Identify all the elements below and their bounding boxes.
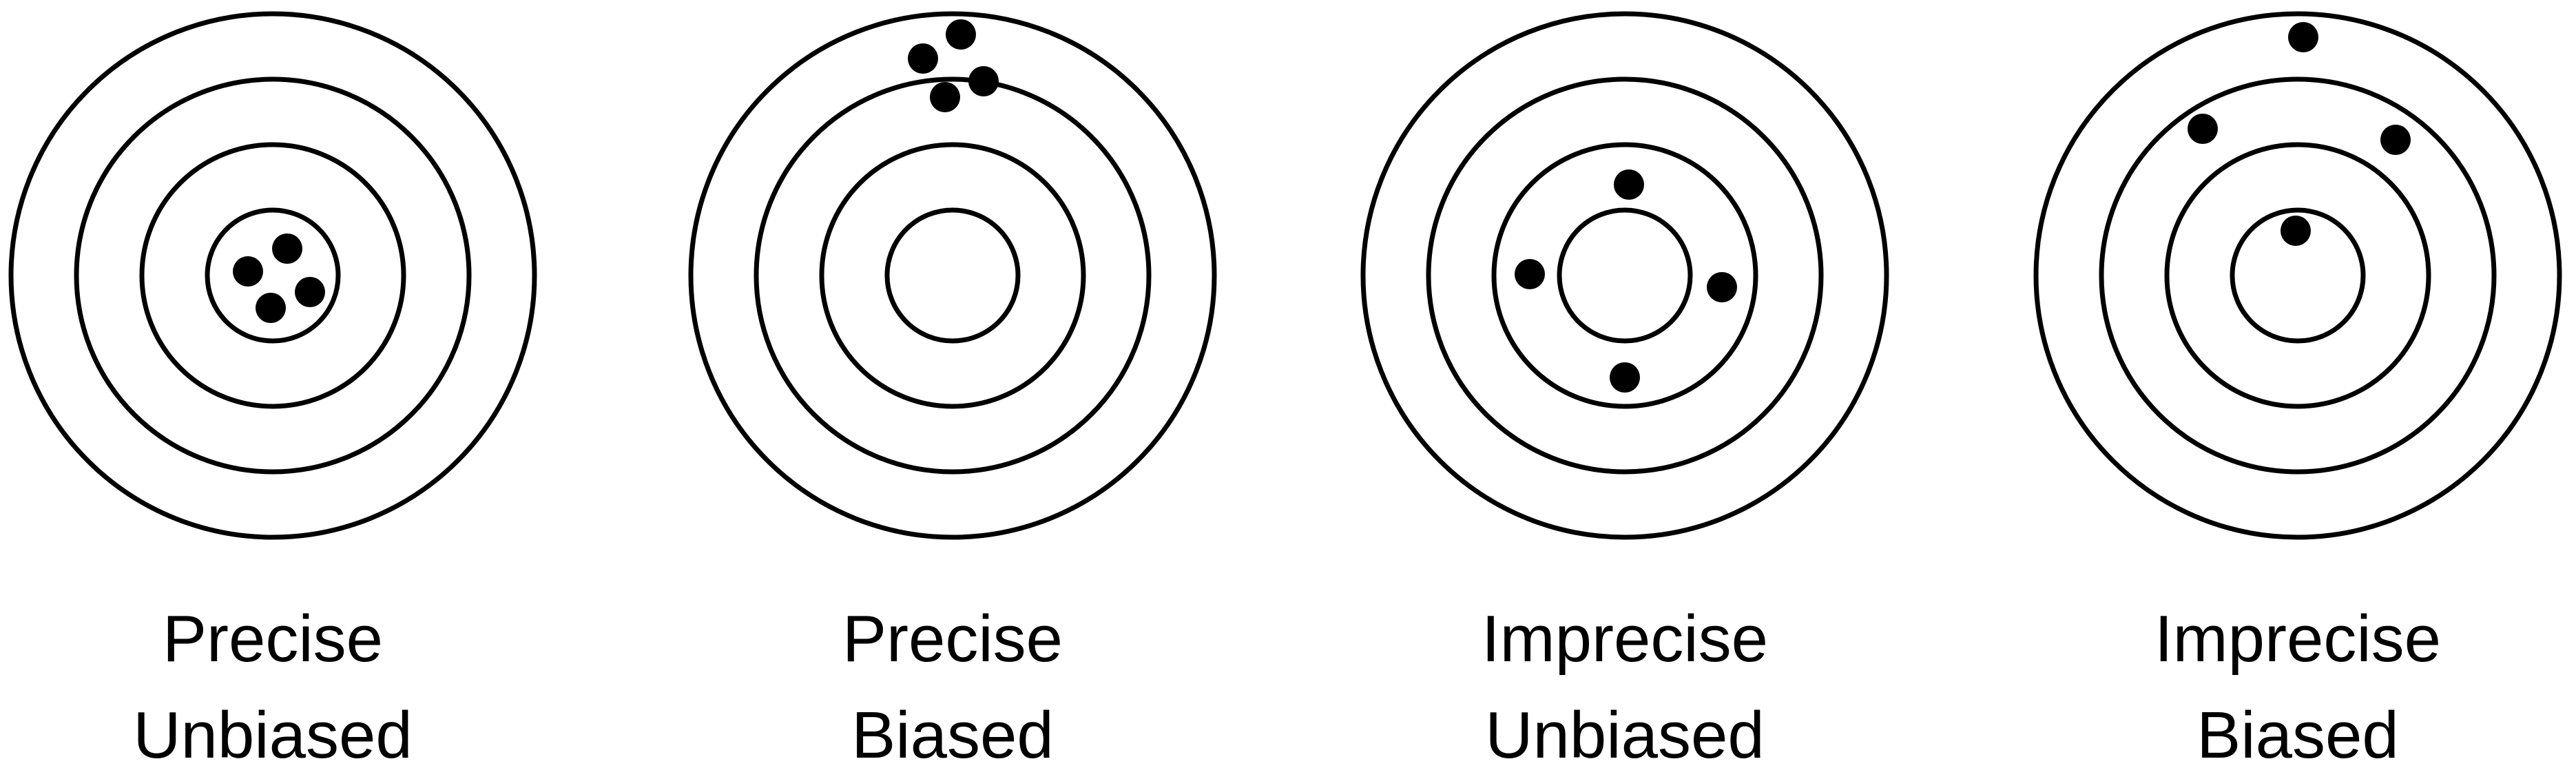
target-precise-unbiased: Precise Unbiased — [8, 11, 537, 772]
target-ring-third — [754, 76, 1152, 475]
target-ring-third — [1426, 76, 1824, 475]
shot-dot — [256, 293, 286, 323]
target-imprecise-biased: Imprecise Biased — [2033, 11, 2562, 772]
target-ring-third — [2099, 76, 2497, 475]
target-label-line1: Precise — [842, 602, 1063, 676]
shot-dot — [272, 233, 302, 264]
target-label-line1: Imprecise — [1482, 602, 1768, 676]
shot-dot — [2281, 216, 2311, 246]
target-ring-outer — [1360, 11, 1889, 540]
shot-dot — [1610, 362, 1640, 393]
target-precise-biased: Precise Biased — [688, 11, 1217, 772]
target-label-line2: Unbiased — [1485, 698, 1765, 772]
target-ring-third — [74, 76, 472, 475]
target-label-line1: Precise — [163, 602, 383, 676]
shot-dot — [1614, 169, 1644, 200]
shot-dot — [295, 277, 325, 307]
target-label-line2: Biased — [851, 698, 1054, 772]
target-label-line2: Unbiased — [133, 698, 413, 772]
target-ring-second — [2164, 142, 2431, 409]
target-ring-outer — [2033, 11, 2562, 540]
shot-dot — [930, 82, 960, 112]
shot-dot — [968, 66, 999, 96]
target-ring-inner — [2230, 207, 2366, 344]
shot-dot — [946, 19, 976, 50]
shot-dot — [2188, 114, 2218, 144]
target-ring-inner — [884, 207, 1021, 344]
target-ring-second — [819, 142, 1086, 409]
target-ring-outer — [688, 11, 1217, 540]
shot-dot — [908, 43, 938, 74]
shot-dot — [2380, 125, 2411, 155]
shot-dot — [2288, 22, 2318, 52]
shot-dot — [1707, 272, 1737, 302]
target-ring-second — [139, 142, 406, 409]
target-ring-inner — [205, 207, 341, 344]
target-label-line2: Biased — [2196, 698, 2399, 772]
shot-dot — [233, 256, 263, 287]
target-imprecise-unbiased: Imprecise Unbiased — [1360, 11, 1889, 772]
target-ring-outer — [8, 11, 537, 540]
target-ring-second — [1491, 142, 1758, 409]
shot-dot — [1515, 259, 1545, 289]
target-label-line1: Imprecise — [2154, 602, 2441, 676]
target-ring-inner — [1557, 207, 1693, 344]
